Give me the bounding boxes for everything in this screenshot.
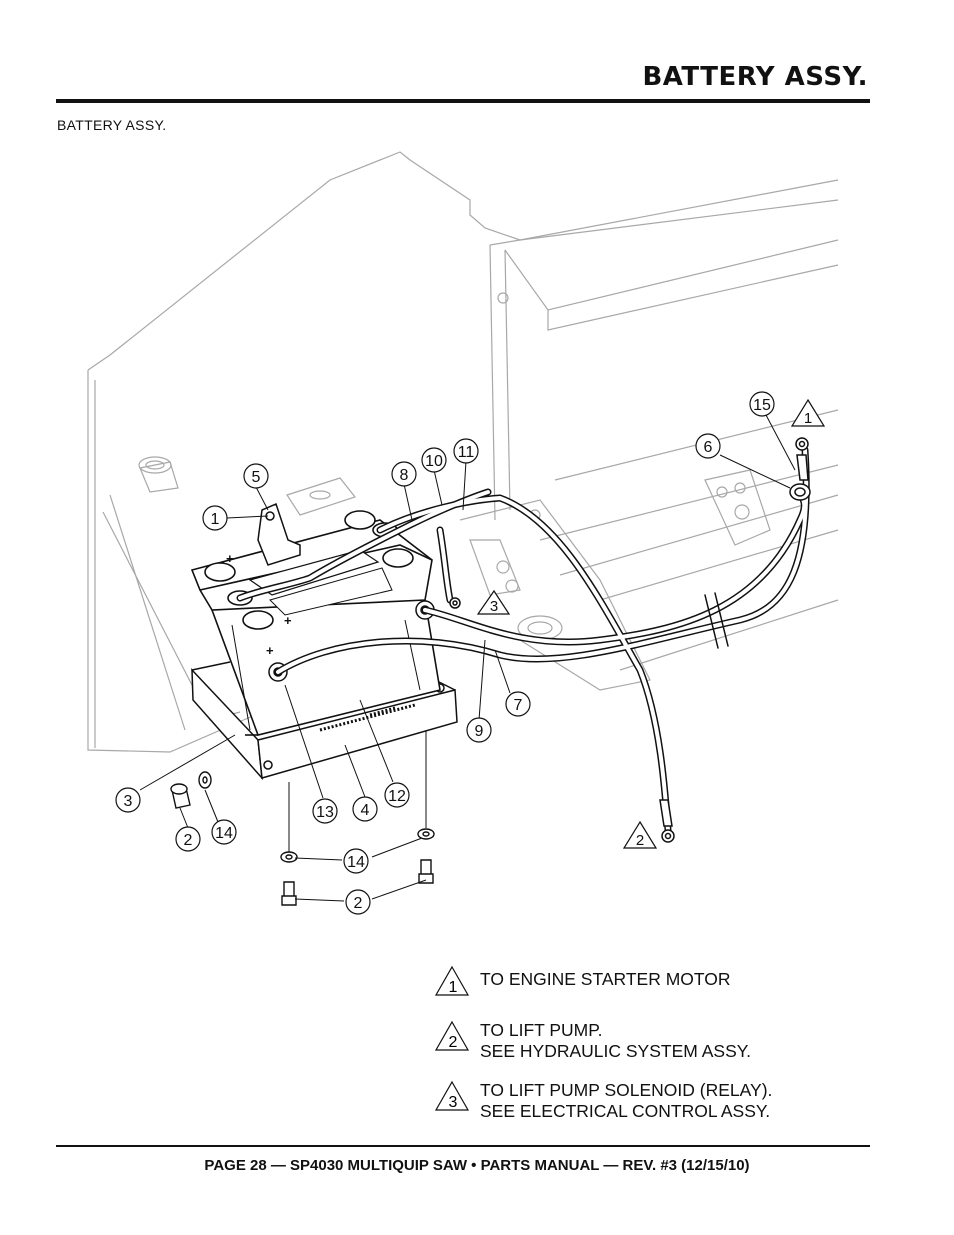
footer-rule: [56, 1145, 870, 1147]
note-triangle-icon: 2: [434, 1020, 470, 1051]
legend-text: TO LIFT PUMP.: [480, 1020, 603, 1040]
svg-text:2: 2: [449, 1034, 458, 1051]
ring-terminals: [449, 437, 809, 843]
note-triangle-icon: 1: [434, 965, 470, 996]
callout-10: 10: [425, 453, 443, 470]
note-marker-3: 3: [490, 598, 498, 615]
callout-8: 8: [400, 467, 409, 484]
frame-outline: [87, 151, 839, 753]
callout-9: 9: [475, 723, 484, 740]
callout-14-bottom: 14: [347, 854, 365, 871]
callout-3: 3: [124, 793, 133, 810]
callout-11: 11: [458, 444, 475, 461]
svg-text:1: 1: [449, 979, 458, 996]
callout-15: 15: [753, 397, 771, 414]
callout-5: 5: [252, 469, 261, 486]
callout-14-left: 14: [215, 825, 233, 842]
section-label: BATTERY ASSY.: [57, 117, 167, 133]
note-marker-2: 2: [636, 832, 644, 849]
legend-item-1: 1 TO ENGINE STARTER MOTOR: [434, 965, 731, 997]
grommet: [789, 483, 811, 501]
legend-text: TO ENGINE STARTER MOTOR: [480, 969, 731, 989]
callout-4: 4: [361, 802, 370, 819]
battery: [190, 510, 441, 736]
legend-text: SEE HYDRAULIC SYSTEM ASSY.: [480, 1041, 752, 1061]
svg-text:+: +: [226, 551, 234, 566]
svg-text:+: +: [266, 643, 274, 658]
loose-hardware: [170, 771, 435, 906]
callout-circles: [115, 391, 775, 915]
note-triangles: [476, 398, 826, 849]
callout-2-bottom: 2: [354, 895, 363, 912]
callout-1: 1: [211, 511, 220, 528]
note-marker-1: 1: [804, 410, 812, 427]
callout-7: 7: [514, 697, 523, 714]
callout-13: 13: [316, 804, 334, 821]
header-rule: [56, 99, 870, 103]
battery-tray: [191, 661, 458, 781]
cables: [236, 446, 810, 834]
legend-text: TO LIFT PUMP SOLENOID (RELAY).: [480, 1080, 773, 1100]
callout-2-left: 2: [184, 832, 193, 849]
legend-text: SEE ELECTRICAL CONTROL ASSY.: [480, 1101, 771, 1121]
leader-lines: [139, 414, 796, 902]
hold-down-bracket: [257, 502, 301, 566]
page-footer: PAGE 28 — SP4030 MULTIQUIP SAW • PARTS M…: [204, 1157, 750, 1174]
page-title: BATTERY ASSY.: [642, 62, 868, 92]
legend-item-2: 2 TO LIFT PUMP. SEE HYDRAULIC SYSTEM ASS…: [434, 1020, 751, 1062]
svg-text:+: +: [284, 613, 292, 628]
callout-6: 6: [704, 439, 713, 456]
svg-text:3: 3: [449, 1094, 458, 1111]
legend-item-3: 3 TO LIFT PUMP SOLENOID (RELAY). SEE ELE…: [434, 1080, 772, 1122]
note-triangle-icon: 3: [434, 1080, 470, 1111]
callout-12: 12: [388, 788, 406, 805]
